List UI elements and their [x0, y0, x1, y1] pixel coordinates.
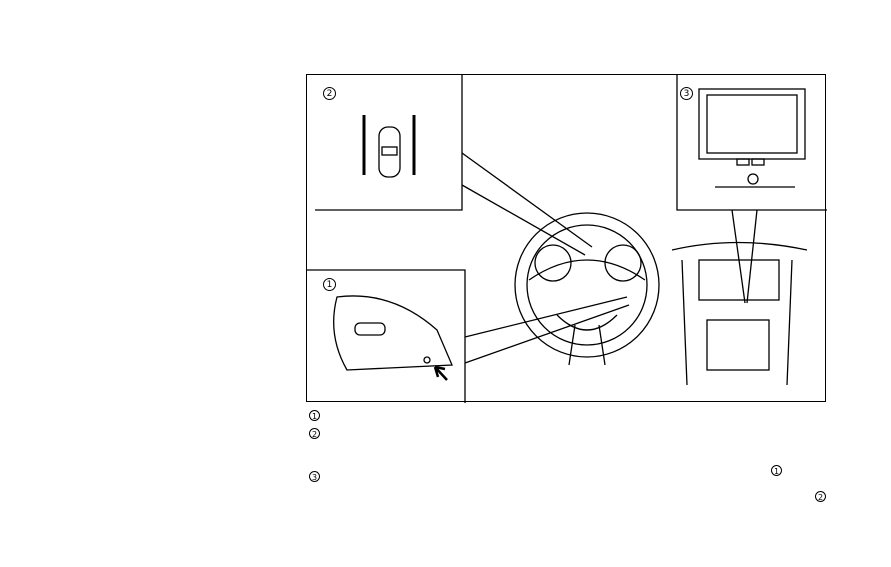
- inset-label-1: 1: [323, 278, 336, 291]
- inset-label-3: 3: [680, 87, 693, 100]
- inline-marker-2: 2: [815, 491, 826, 502]
- dashboard-drawing: [307, 75, 827, 403]
- legend-marker-1: 1: [309, 410, 320, 421]
- inline-marker-1: 1: [771, 465, 782, 476]
- legend-marker-2: 2: [309, 428, 320, 439]
- legend-marker-3: 3: [309, 471, 320, 482]
- inset-label-2: 2: [323, 87, 336, 100]
- dashboard-illustration: 2 3 1: [306, 74, 827, 403]
